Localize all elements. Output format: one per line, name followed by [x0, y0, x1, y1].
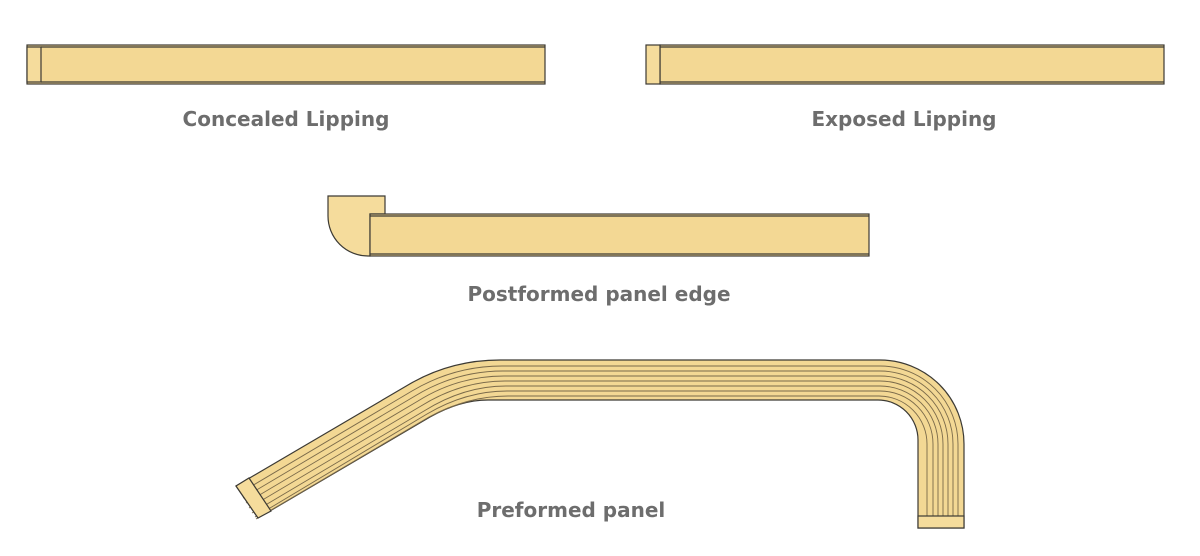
postformed-panel-caption: Postformed panel edge	[467, 282, 730, 306]
postformed-panel-diagram	[327, 195, 870, 257]
exposed-lipping-diagram	[645, 44, 1165, 85]
postformed-panel-body	[369, 213, 870, 257]
preformed-veneer-layers	[239, 365, 959, 520]
exposed-lipping-strip	[645, 44, 661, 85]
concealed-panel-body	[26, 44, 546, 85]
preformed-panel-caption: Preformed panel	[477, 498, 666, 522]
preformed-panel-diagram	[235, 359, 965, 529]
preformed-right-end-lipping	[917, 515, 965, 529]
concealed-lipping-strip	[26, 46, 42, 83]
exposed-lipping-caption: Exposed Lipping	[811, 107, 996, 131]
exposed-panel-body	[659, 44, 1165, 85]
concealed-lipping-caption: Concealed Lipping	[183, 107, 390, 131]
concealed-lipping-diagram	[26, 44, 546, 85]
preformed-panel-body	[235, 359, 965, 529]
preformed-left-end-lipping	[235, 477, 272, 519]
